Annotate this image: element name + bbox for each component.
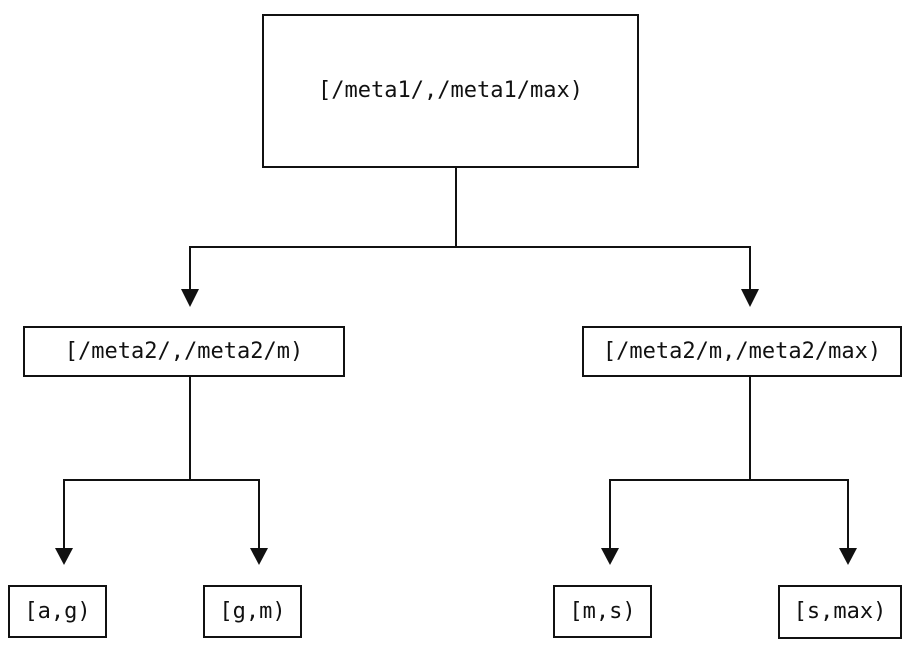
tree-node-leaf-gm: [g,m)	[203, 585, 302, 638]
tree-node-meta2-left-label: [/meta2/,/meta2/m)	[64, 338, 304, 364]
tree-node-leaf-smax: [s,max)	[778, 585, 902, 639]
tree-node-meta2-right: [/meta2/m,/meta2/max)	[582, 326, 902, 377]
tree-node-root-label: [/meta1/,/meta1/max)	[318, 78, 583, 103]
arrowhead-down-icon	[601, 548, 619, 565]
tree-node-meta2-right-label: [/meta2/m,/meta2/max)	[602, 338, 882, 364]
tree-node-leaf-ms: [m,s)	[553, 585, 652, 638]
arrowhead-down-icon	[839, 548, 857, 565]
arrowhead-down-icon	[741, 289, 759, 307]
tree-node-leaf-gm-label: [g,m)	[219, 598, 286, 624]
tree-node-leaf-ag: [a,g)	[8, 585, 107, 638]
tree-node-root: [/meta1/,/meta1/max)	[262, 14, 639, 168]
tree-node-leaf-ag-label: [a,g)	[24, 598, 91, 624]
arrowhead-down-icon	[181, 289, 199, 307]
tree-node-leaf-smax-label: [s,max)	[793, 599, 887, 624]
arrowhead-down-icon	[55, 548, 73, 565]
tree-node-meta2-left: [/meta2/,/meta2/m)	[23, 326, 345, 377]
tree-node-leaf-ms-label: [m,s)	[569, 598, 636, 624]
arrowhead-down-icon	[250, 548, 268, 565]
